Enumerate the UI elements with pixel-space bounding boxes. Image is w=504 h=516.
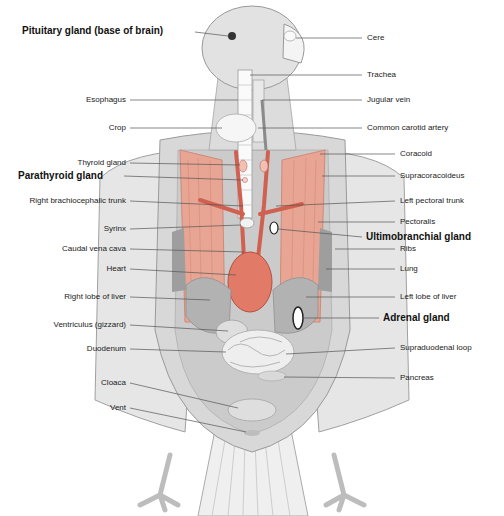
leader-lines — [124, 32, 395, 432]
part-label: Ventriculus (gizzard) — [54, 320, 126, 330]
part-label: Cloaca — [101, 378, 126, 388]
part-label: Vent — [110, 403, 126, 413]
part-label: Duodenum — [87, 344, 126, 354]
part-label: Right lobe of liver — [64, 292, 126, 302]
part-label: Cere — [367, 33, 384, 43]
part-label: Pituitary gland (base of brain) — [22, 25, 163, 37]
part-label: Left lobe of liver — [400, 292, 456, 302]
part-label: Left pectoral trunk — [400, 196, 464, 206]
part-label: Trachea — [367, 70, 396, 80]
part-label: Coracoid — [400, 149, 432, 159]
part-label: Lung — [400, 264, 418, 274]
part-label: Esophagus — [86, 95, 126, 105]
part-label: Common carotid artery — [367, 123, 448, 133]
part-label: Syrinx — [104, 224, 126, 234]
part-label: Right brachiocephalic trunk — [30, 196, 127, 206]
part-label: Supracoracoideus — [400, 171, 464, 181]
part-label: Ultimobranchial gland — [366, 231, 471, 243]
part-label: Jugular vein — [367, 95, 410, 105]
part-label: Parathyroid gland — [18, 170, 103, 182]
part-label: Heart — [106, 264, 126, 274]
part-label: Caudal vena cava — [62, 244, 126, 254]
part-label: Crop — [109, 123, 126, 133]
part-label: Pancreas — [400, 373, 434, 383]
part-label: Thyroid gland — [78, 158, 126, 168]
part-label: Pectoralis — [400, 217, 435, 227]
part-label: Ribs — [400, 244, 416, 254]
part-label: Supraduodenal loop — [400, 343, 472, 353]
part-label: Adrenal gland — [383, 312, 450, 324]
